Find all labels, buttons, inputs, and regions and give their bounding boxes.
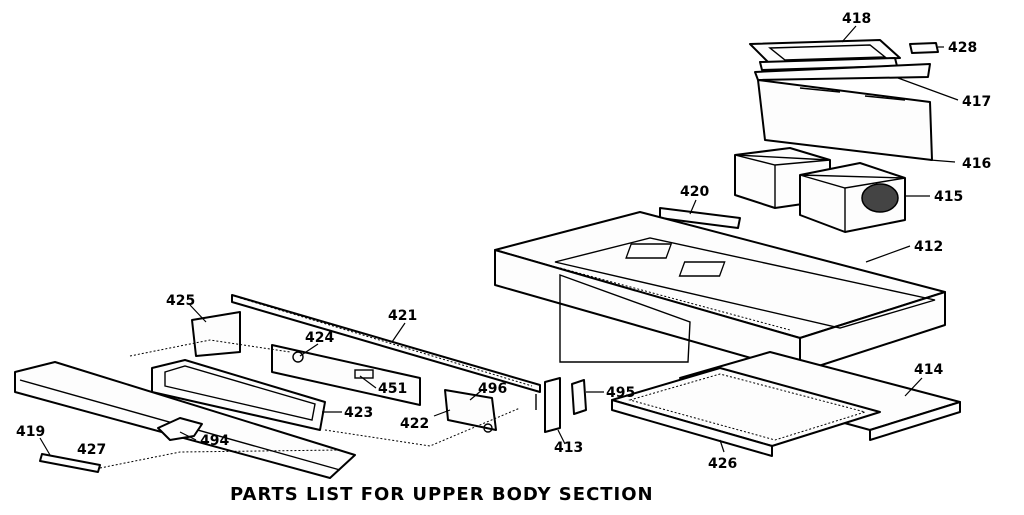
part-412-hood-body: [494, 211, 946, 373]
callout-419: 419: [16, 424, 45, 440]
callout-415: 415: [934, 189, 963, 205]
callout-412: 412: [914, 239, 943, 255]
callout-425: 425: [166, 293, 195, 309]
part-494-badge: [157, 417, 203, 441]
part-425-bracket: [191, 311, 241, 357]
part-426-filter: [611, 367, 881, 457]
callout-423: 423: [344, 405, 373, 421]
part-413-post: [544, 377, 561, 433]
leader-lines: [39, 25, 959, 469]
part-424-control-panel: [271, 344, 421, 406]
part-421-rail: [231, 294, 541, 393]
callout-428: 428: [948, 40, 977, 56]
part-415-blower-assembly: [734, 147, 906, 233]
part-422-switch-bracket: [444, 389, 497, 433]
part-420-gasket: [659, 207, 741, 229]
callout-413: 413: [554, 440, 583, 456]
part-419-strip: [39, 453, 101, 473]
callout-451: 451: [378, 381, 407, 397]
callout-417: 417: [962, 94, 991, 110]
callout-494: 494: [200, 433, 229, 449]
callout-496: 496: [478, 381, 507, 397]
part-495-post: [571, 379, 587, 415]
callout-495: 495: [606, 385, 635, 401]
callout-414: 414: [914, 362, 943, 378]
callout-427: 427: [77, 442, 106, 458]
callout-418: 418: [842, 11, 871, 27]
callout-420: 420: [680, 184, 709, 200]
callout-424: 424: [305, 330, 334, 346]
part-417-plate: [754, 63, 931, 81]
callout-416: 416: [962, 156, 991, 172]
duct-opening: [559, 274, 691, 363]
diagram-caption: PARTS LIST FOR UPPER BODY SECTION: [230, 484, 654, 505]
part-423-frame: [151, 359, 326, 431]
callout-421: 421: [388, 308, 417, 324]
part-428-clip: [909, 42, 939, 54]
callout-426: 426: [708, 456, 737, 472]
callout-422: 422: [400, 416, 429, 432]
